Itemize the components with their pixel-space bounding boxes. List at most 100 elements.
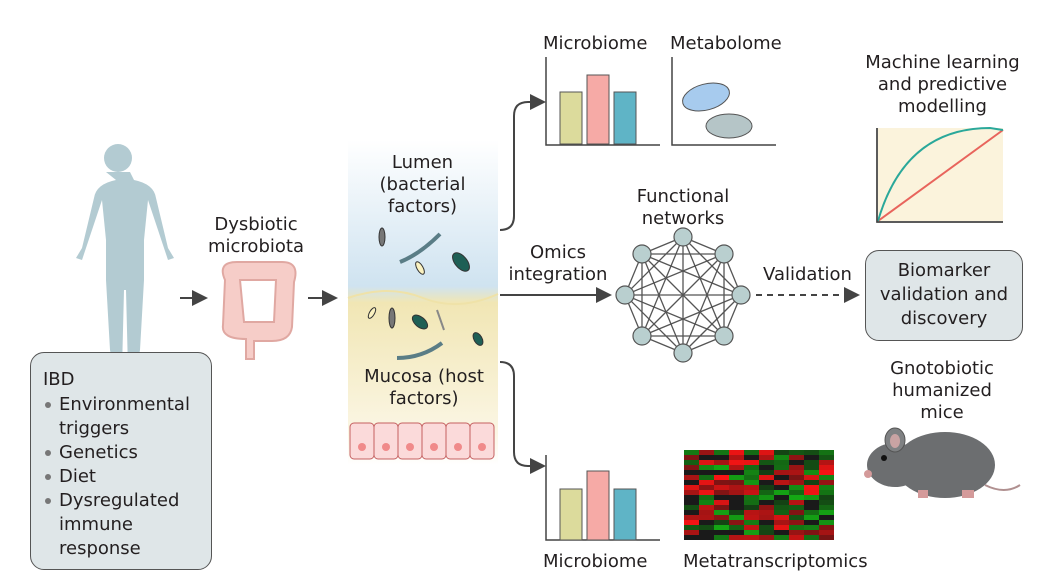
heatmap-cell: [729, 515, 744, 520]
network-edge: [640, 252, 742, 296]
heatmap-cell: [729, 510, 744, 515]
heatmap-cell: [789, 495, 804, 500]
heatmap-cell: [774, 530, 789, 535]
heatmap-cell: [789, 535, 804, 540]
heatmap-cell: [744, 480, 759, 485]
ml-chart: [876, 126, 1004, 223]
metabolome-label: Metabolome: [670, 33, 782, 54]
heatmap-cell: [774, 450, 789, 455]
heatmap-cell: [744, 460, 759, 465]
heatmap-cell: [744, 505, 759, 510]
heatmap-cell: [804, 460, 819, 465]
top-microbiome-label: Microbiome: [543, 33, 648, 54]
heatmap-cell: [759, 505, 774, 510]
functional-network: [615, 227, 751, 363]
heatmap-cell: [684, 535, 699, 540]
heatmap-cell: [729, 455, 744, 460]
dysbiotic-label: Dysbiotic microbiota: [208, 214, 304, 257]
network-node: [731, 285, 751, 305]
heatmap-cell: [684, 515, 699, 520]
heatmap-cell: [729, 470, 744, 475]
biomarker-label: Biomarker validation and discovery: [879, 260, 1009, 329]
heatmap-cell: [774, 525, 789, 530]
heatmap-cell: [744, 470, 759, 475]
heatmap-cell: [729, 460, 744, 465]
heatmap-cell: [699, 455, 714, 460]
heatmap-cell: [729, 495, 744, 500]
heatmap-cell: [744, 450, 759, 455]
heatmap-cell: [699, 470, 714, 475]
heatmap-cell: [804, 515, 819, 520]
heatmap-cell: [804, 480, 819, 485]
heatmap-cell: [684, 520, 699, 525]
heatmap-cell: [789, 450, 804, 455]
heatmap-cell: [759, 495, 774, 500]
validation-label: Validation: [763, 264, 852, 285]
heatmap-cell: [819, 500, 834, 505]
heatmap-cell: [819, 490, 834, 495]
heatmap-cell: [789, 470, 804, 475]
list-item: Dysregulated immune response: [43, 489, 199, 561]
heatmap-cell: [729, 475, 744, 480]
heatmap-cell: [759, 515, 774, 520]
heatmap-cell: [684, 485, 699, 490]
heatmap-cell: [744, 530, 759, 535]
heatmap-cell: [759, 465, 774, 470]
heatmap-cell: [789, 525, 804, 530]
heatmap-cell: [714, 450, 729, 455]
heatmap-cell: [744, 515, 759, 520]
heatmap-cell: [819, 530, 834, 535]
heatmap-cell: [744, 485, 759, 490]
heatmap-cell: [684, 460, 699, 465]
heatmap-cell: [729, 530, 744, 535]
heatmap-cell: [804, 450, 819, 455]
network-edge: [640, 252, 684, 354]
heatmap-cell: [789, 475, 804, 480]
heatmap-cell: [714, 470, 729, 475]
heatmap-cell: [789, 490, 804, 495]
heatmap-cell: [699, 465, 714, 470]
heatmap-cell: [819, 520, 834, 525]
heatmap-cell: [759, 480, 774, 485]
colon-icon: [221, 261, 297, 360]
heatmap-cell: [714, 495, 729, 500]
heatmap-cell: [774, 460, 789, 465]
heatmap-cell: [684, 450, 699, 455]
metatranscriptomics-label: Metatranscriptomics: [683, 551, 868, 572]
heatmap-cell: [744, 525, 759, 530]
heatmap-cell: [714, 505, 729, 510]
heatmap-cell: [714, 460, 729, 465]
heatmap-cell: [804, 510, 819, 515]
heatmap-cell: [714, 485, 729, 490]
bottom-microbiome-label: Microbiome: [543, 551, 648, 572]
heatmap-cell: [744, 490, 759, 495]
network-node: [673, 227, 693, 247]
heatmap-cell: [804, 530, 819, 535]
heatmap-cell: [714, 530, 729, 535]
heatmap-cell: [819, 470, 834, 475]
heatmap-cell: [774, 505, 789, 510]
heatmap-cell: [699, 495, 714, 500]
heatmap-cell: [699, 530, 714, 535]
omics-label: Omics integration: [508, 242, 608, 285]
heatmap-cell: [729, 490, 744, 495]
heatmap-cell: [759, 485, 774, 490]
heatmap-cell: [804, 455, 819, 460]
heatmap-cell: [699, 500, 714, 505]
heatmap-cell: [714, 520, 729, 525]
heatmap-cell: [789, 455, 804, 460]
metatranscriptomics-heatmap: [684, 450, 834, 540]
network-node: [714, 244, 734, 264]
heatmap-cell: [804, 505, 819, 510]
heatmap-cell: [684, 465, 699, 470]
heatmap-cell: [819, 495, 834, 500]
lower-branch-arrow: [499, 361, 546, 474]
heatmap-cell: [729, 505, 744, 510]
heatmap-cell: [744, 535, 759, 540]
ibd-title: IBD: [43, 369, 75, 390]
network-node: [714, 326, 734, 346]
heatmap-cell: [684, 525, 699, 530]
heatmap-cell: [789, 520, 804, 525]
heatmap-cell: [714, 455, 729, 460]
list-item: Diet: [43, 465, 209, 489]
